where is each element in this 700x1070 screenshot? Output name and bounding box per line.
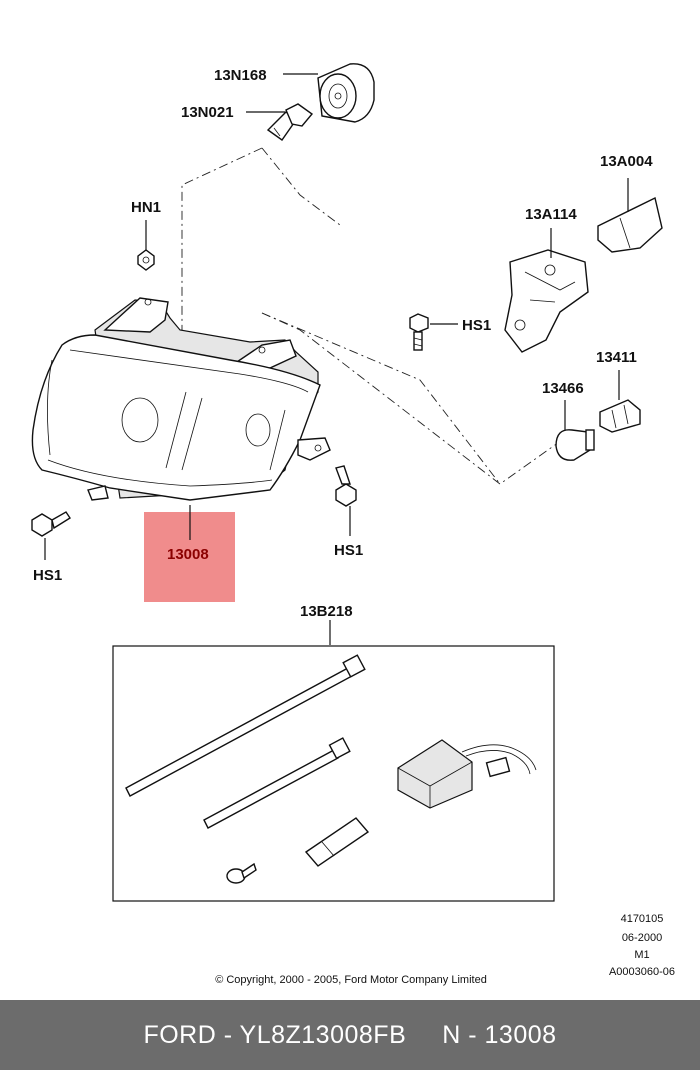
- cable-tie-short[interactable]: [203, 737, 351, 829]
- callout-hn1: HN1: [131, 199, 161, 216]
- hs1-screw-upper-right[interactable]: [409, 313, 429, 351]
- leader-lines: [44, 73, 629, 645]
- bulb-13466[interactable]: [555, 429, 595, 461]
- cable-tie-long[interactable]: [125, 654, 366, 797]
- assembly-dash-lines: [181, 147, 563, 485]
- headlamp-bulb-13n021[interactable]: [266, 103, 314, 141]
- callout-13n168: 13N168: [214, 67, 267, 84]
- hs1-screw-right-lower[interactable]: [335, 465, 357, 507]
- reference-code-2: 06-2000: [622, 932, 662, 944]
- copyright-text: © Copyright, 2000 - 2005, Ford Motor Com…: [215, 974, 487, 986]
- reference-code-3: M1: [634, 949, 649, 961]
- callout-13008: 13008: [167, 546, 209, 563]
- callout-hs1-right-lower: HS1: [334, 542, 363, 559]
- socket-13411[interactable]: [599, 399, 641, 433]
- callout-13a004: 13A004: [600, 153, 653, 170]
- part-number-footer: FORD - YL8Z13008FB N - 13008: [0, 1000, 700, 1070]
- callout-hs1-left: HS1: [33, 567, 62, 584]
- control-module[interactable]: [397, 739, 537, 809]
- bracket-13a114[interactable]: [504, 249, 589, 353]
- callout-13b218: 13B218: [300, 603, 353, 620]
- bulb-socket-13n168[interactable]: [317, 63, 375, 123]
- kit-screw[interactable]: [226, 862, 257, 884]
- callout-13466: 13466: [542, 380, 584, 397]
- callout-13411: 13411: [596, 349, 637, 366]
- headlamp-assembly[interactable]: [31, 297, 331, 501]
- footer-part-number: FORD - YL8Z13008FB: [143, 1020, 407, 1049]
- callout-13a114: 13A114: [525, 206, 577, 223]
- reference-code-4: A0003060-06: [609, 966, 675, 978]
- hs1-screw-left[interactable]: [31, 511, 71, 537]
- exploded-parts-diagram: 13N168 13N021 HN1 13A004 13A114 HS1 1341…: [31, 63, 675, 986]
- footer-base-number: N - 13008: [442, 1020, 557, 1049]
- butt-connector[interactable]: [304, 817, 370, 867]
- callout-13n021: 13N021: [181, 104, 234, 121]
- hn1-nut[interactable]: [137, 249, 155, 271]
- bracket-13a004[interactable]: [597, 196, 663, 253]
- reference-code-1: 4170105: [621, 913, 664, 925]
- kit-box-13b218: [112, 645, 555, 902]
- callout-hs1-upper-right: HS1: [462, 317, 491, 334]
